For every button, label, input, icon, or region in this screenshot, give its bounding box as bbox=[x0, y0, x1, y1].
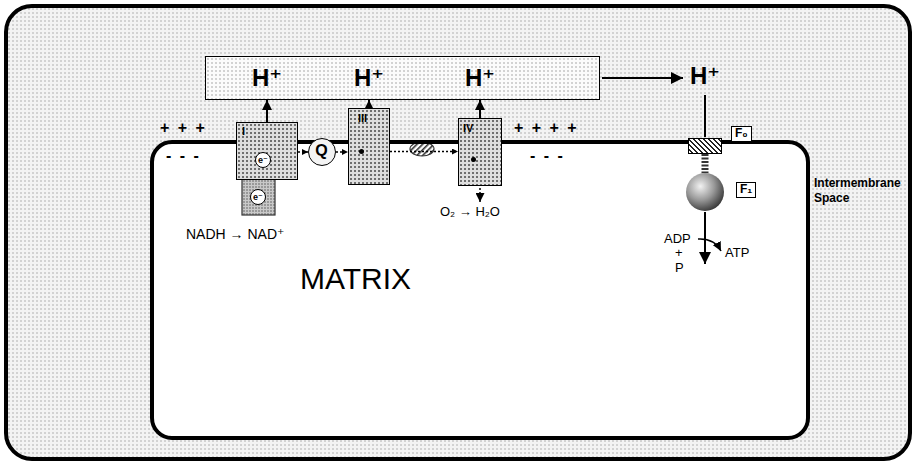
complex-subunit bbox=[242, 176, 275, 215]
charge-sign: + + + + bbox=[514, 119, 577, 137]
electron-dot bbox=[359, 149, 364, 154]
complex-box: III bbox=[348, 108, 390, 185]
cytochrome-c bbox=[410, 142, 434, 156]
complex-number: IV bbox=[463, 122, 473, 135]
complex-number: III bbox=[358, 112, 367, 125]
region-label: Intermembrane Space bbox=[814, 176, 901, 206]
quinone-circle: Q bbox=[308, 138, 336, 166]
proton-flow-arrow bbox=[602, 77, 683, 79]
matrix-ground bbox=[152, 142, 808, 438]
substrate-label: P bbox=[675, 261, 684, 276]
proton-label: H⁺ bbox=[354, 64, 384, 92]
intermembrane-ground bbox=[6, 6, 910, 459]
reduction-arrow bbox=[479, 188, 481, 202]
charge-sign: - - - bbox=[530, 147, 563, 165]
reaction-label: O₂ → H₂O bbox=[440, 205, 500, 220]
electron-path bbox=[336, 151, 348, 153]
electron-label: e⁻ bbox=[255, 152, 271, 168]
product-label: ATP bbox=[725, 246, 749, 261]
region-label: MATRIX bbox=[300, 262, 411, 297]
proton-label: H⁺ bbox=[690, 62, 720, 90]
proton-band: H⁺ H⁺ H⁺ bbox=[205, 56, 600, 100]
reaction-label: NADH → NAD⁺ bbox=[186, 226, 284, 242]
proton-pump-arrow bbox=[266, 100, 268, 122]
proton-flow-arrow bbox=[704, 212, 706, 264]
substrate-label: ADP bbox=[664, 232, 691, 247]
complex-box: IV bbox=[458, 118, 502, 186]
subunit-label: F₁ bbox=[736, 182, 756, 198]
electron-dot bbox=[471, 157, 476, 162]
charge-sign: + + + bbox=[160, 119, 205, 137]
electron-path bbox=[390, 151, 458, 153]
f1-subunit: F₁ bbox=[686, 173, 724, 211]
proton-pump-arrow bbox=[368, 100, 370, 108]
complex-box: I bbox=[236, 122, 298, 180]
atp-synthase-stalk bbox=[702, 154, 709, 173]
complex-number: I bbox=[242, 125, 245, 138]
proton-label: H⁺ bbox=[252, 64, 282, 92]
electron-label: e⁻ bbox=[250, 189, 266, 205]
charge-sign: - - - bbox=[166, 147, 199, 165]
intermembrane-region: H⁺ H⁺ H⁺ MATRIX I Q III IV F₀ F₁ Intermembrane Spa… bbox=[4, 4, 912, 461]
synthesis-arrow bbox=[698, 239, 721, 251]
proton-label: H⁺ bbox=[465, 64, 495, 92]
electron-path bbox=[298, 151, 308, 153]
quinone-label: Q bbox=[315, 142, 327, 160]
proton-flow-line bbox=[704, 95, 706, 137]
subunit-label: F₀ bbox=[731, 126, 752, 142]
plus-sign: + bbox=[675, 246, 683, 261]
fo-subunit: F₀ bbox=[688, 138, 722, 154]
proton-pump-arrow bbox=[479, 100, 481, 118]
